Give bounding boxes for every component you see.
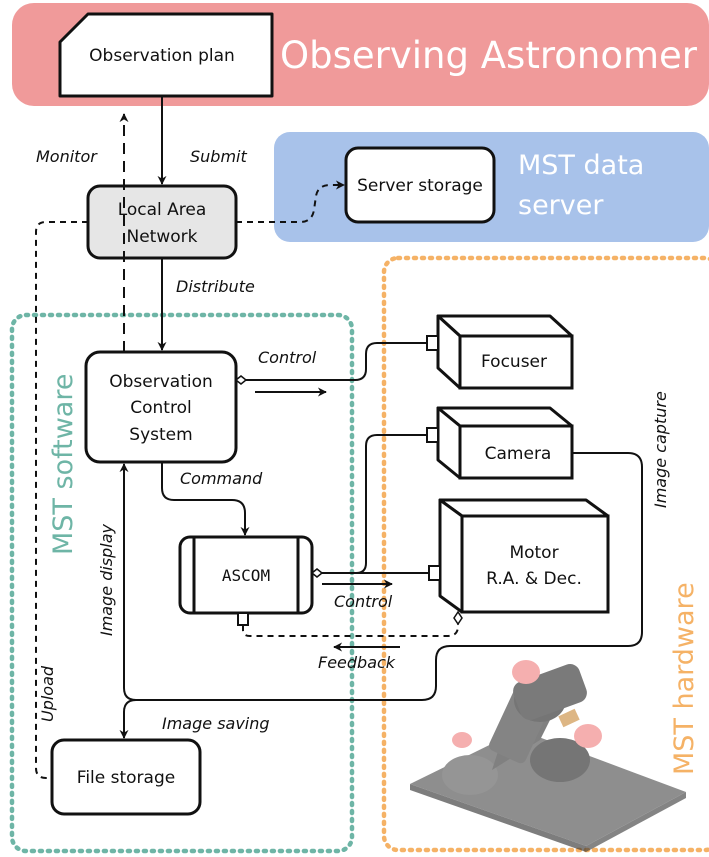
ascom-label: ASCOM bbox=[222, 566, 270, 585]
ocs-control-diamond bbox=[234, 375, 248, 385]
image-display-label: Image display bbox=[97, 523, 116, 636]
observation-plan-label: Observation plan bbox=[89, 46, 235, 66]
ascom-to-camera-connector bbox=[322, 434, 427, 574]
camera-label: Camera bbox=[485, 444, 552, 464]
feedback-connector bbox=[242, 620, 459, 637]
ascom-port bbox=[237, 612, 249, 626]
lan-label-2: Network bbox=[127, 227, 198, 247]
ascom-control-diamond bbox=[310, 568, 324, 578]
motor-device bbox=[428, 498, 610, 614]
server-storage-box bbox=[344, 146, 496, 224]
control-bottom-label: Control bbox=[334, 592, 393, 611]
observer-region-title: Observing Astronomer bbox=[280, 34, 698, 77]
ocs-label-2: Control bbox=[130, 398, 191, 418]
server-storage-label: Server storage bbox=[357, 176, 483, 196]
file-storage-label: File storage bbox=[77, 768, 175, 788]
server-region-title-2: server bbox=[518, 190, 604, 221]
hardware-region-title: MST hardware bbox=[669, 582, 700, 775]
ocs-label-1: Observation bbox=[109, 372, 213, 392]
camera-device bbox=[426, 406, 574, 480]
image-capture-label: Image capture bbox=[651, 391, 670, 508]
telescope-mount-image bbox=[410, 660, 686, 852]
upload-label: Upload bbox=[38, 665, 57, 722]
command-label: Command bbox=[180, 469, 263, 488]
lan-to-server-arrow bbox=[236, 180, 345, 223]
motor-label-2: R.A. & Dec. bbox=[486, 569, 582, 589]
focuser-device bbox=[426, 314, 574, 390]
command-arrow bbox=[161, 462, 250, 536]
ocs-label-3: System bbox=[129, 425, 192, 445]
upload-connector bbox=[35, 221, 88, 779]
control-top-label: Control bbox=[258, 348, 317, 367]
server-region-title-1: MST data bbox=[518, 150, 644, 181]
software-region-title: MST software bbox=[48, 374, 79, 555]
submit-label: Submit bbox=[190, 147, 247, 166]
ocs-to-focuser-connector bbox=[246, 342, 427, 381]
distribute-label: Distribute bbox=[176, 277, 255, 296]
monitor-label: Monitor bbox=[36, 147, 98, 166]
image-saving-label: Image saving bbox=[162, 714, 270, 733]
focuser-label: Focuser bbox=[481, 352, 547, 372]
feedback-label: Feedback bbox=[318, 653, 396, 672]
image-saving-arrow bbox=[119, 699, 137, 739]
hardware-region bbox=[381, 255, 709, 853]
motor-label-1: Motor bbox=[509, 543, 558, 563]
lan-box bbox=[86, 184, 238, 260]
observation-plan-box bbox=[58, 12, 274, 98]
motor-feedback-diamond bbox=[453, 610, 463, 626]
lan-label-1: Local Area bbox=[118, 200, 207, 220]
